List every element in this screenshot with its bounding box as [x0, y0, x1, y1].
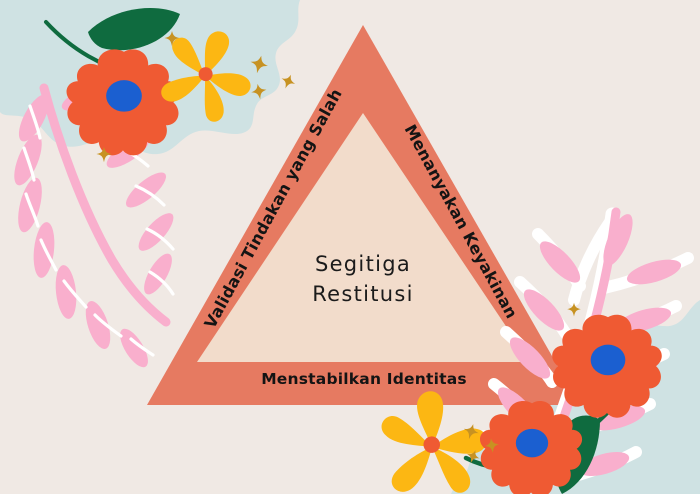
center-title-line-1: Segitiga — [314, 252, 412, 276]
triangle-side-label-bottom: Menstabilkan Identitas — [261, 370, 467, 388]
sparkle-top-left-d — [278, 72, 298, 92]
inner-triangle — [197, 113, 530, 362]
center-title-line-2: Restitusi — [312, 281, 414, 306]
sparkle-bottom-right — [567, 302, 581, 317]
triangle-center-title: Segitiga Restitusi — [273, 250, 453, 310]
